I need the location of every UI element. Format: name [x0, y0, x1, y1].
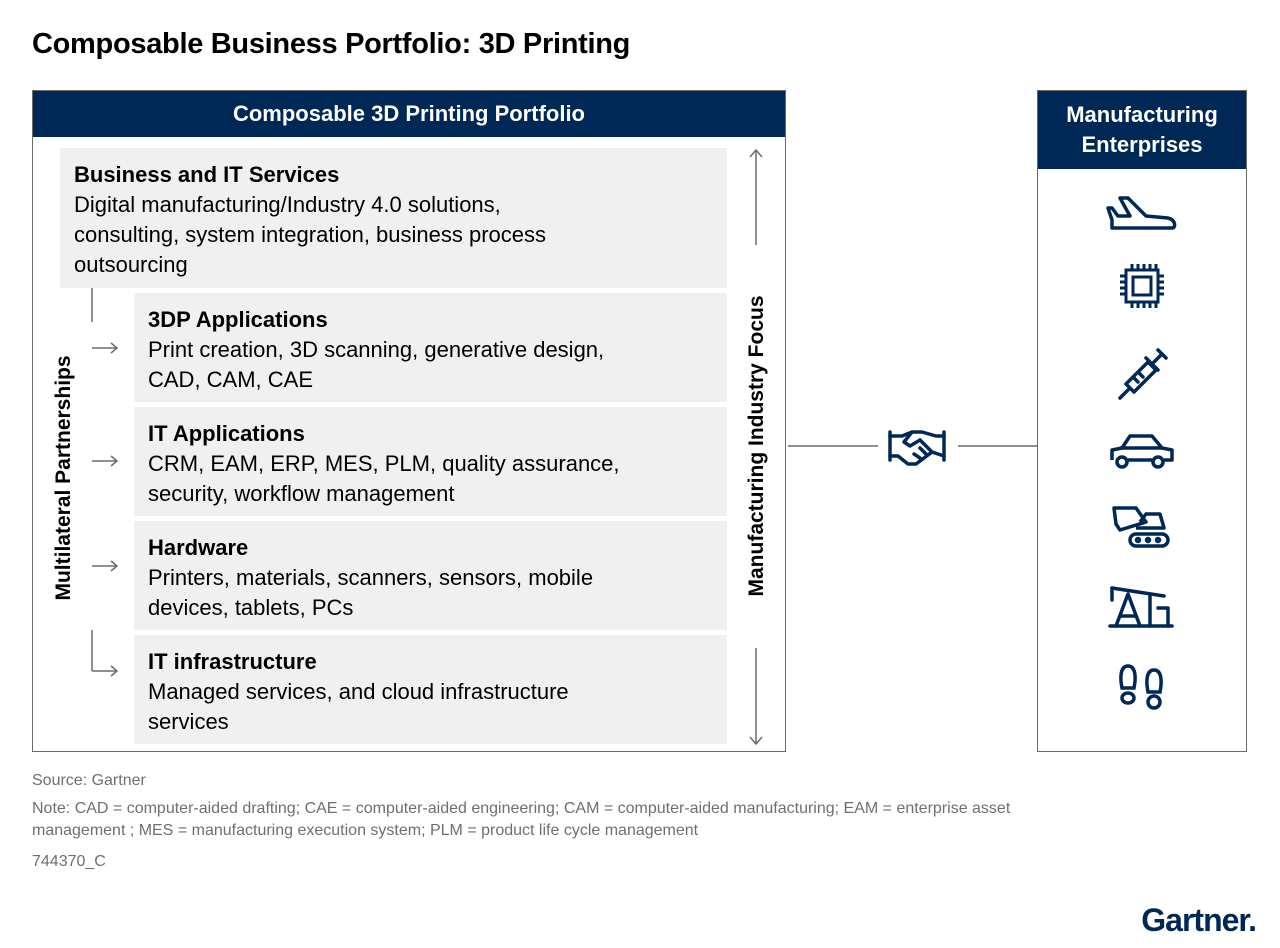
- arrowhead: [110, 665, 119, 677]
- figure-id: 744370_C: [32, 853, 106, 870]
- card-it-applications: IT Applications CRM, EAM, ERP, MES, PLM,…: [134, 407, 727, 516]
- airplane-icon: [1106, 184, 1178, 244]
- card-3dp-applications: 3DP Applications Print creation, 3D scan…: [134, 293, 727, 402]
- page-title: Composable Business Portfolio: 3D Printi…: [32, 28, 631, 60]
- card-text: services: [148, 709, 229, 734]
- card-it-infrastructure: IT infrastructure Managed services, and …: [134, 635, 727, 744]
- card-title: IT infrastructure: [148, 649, 317, 674]
- card-title: 3DP Applications: [148, 307, 328, 332]
- card-business-it-services: Business and IT Services Digital manufac…: [60, 148, 727, 288]
- arrowhead: [749, 148, 763, 158]
- gartner-logo: Gartner.: [1141, 902, 1257, 938]
- source-text: Source: Gartner: [32, 772, 146, 789]
- excavator-icon: [1106, 496, 1178, 556]
- card-text: security, workflow management: [148, 481, 455, 506]
- card-hardware: Hardware Printers, materials, scanners, …: [134, 521, 727, 630]
- note-text: Note: CAD = computer-aided drafting; CAE…: [32, 800, 1011, 817]
- card-title: IT Applications: [148, 421, 305, 446]
- enterprises-header-line: Enterprises: [1081, 132, 1203, 157]
- card-title: Hardware: [148, 535, 249, 560]
- note-text: management ; MES = manufacturing executi…: [32, 822, 699, 839]
- arrowhead: [110, 455, 119, 467]
- card-text: Print creation, 3D scanning, generative …: [148, 337, 605, 362]
- microchip-icon: [1106, 260, 1178, 320]
- handshake-icon: [888, 430, 946, 466]
- portfolio-box: Composable 3D Printing Portfolio: [32, 90, 786, 752]
- enterprises-box: Manufacturing Enterprises: [1037, 90, 1247, 752]
- oil-pump-icon: [1106, 578, 1178, 638]
- card-text: outsourcing: [74, 252, 188, 277]
- card-text: CRM, EAM, ERP, MES, PLM, quality assuran…: [148, 451, 620, 476]
- card-text: CAD, CAM, CAE: [148, 367, 314, 392]
- car-icon: [1106, 420, 1178, 480]
- arrowhead: [110, 342, 119, 354]
- card-text: consulting, system integration, business…: [74, 222, 547, 247]
- syringe-icon: [1106, 344, 1178, 404]
- footprints-icon: [1106, 660, 1178, 720]
- portfolio-header: Composable 3D Printing Portfolio: [33, 91, 785, 137]
- arrowhead: [110, 560, 119, 572]
- card-text: Digital manufacturing/Industry 4.0 solut…: [74, 192, 501, 217]
- card-text: Managed services, and cloud infrastructu…: [148, 679, 569, 704]
- card-title: Business and IT Services: [74, 162, 340, 187]
- enterprises-header-line: Manufacturing: [1066, 102, 1218, 127]
- arrowhead: [749, 736, 763, 746]
- card-text: Printers, materials, scanners, sensors, …: [148, 565, 594, 590]
- enterprises-header: Manufacturing Enterprises: [1038, 91, 1246, 169]
- card-text: devices, tablets, PCs: [148, 595, 354, 620]
